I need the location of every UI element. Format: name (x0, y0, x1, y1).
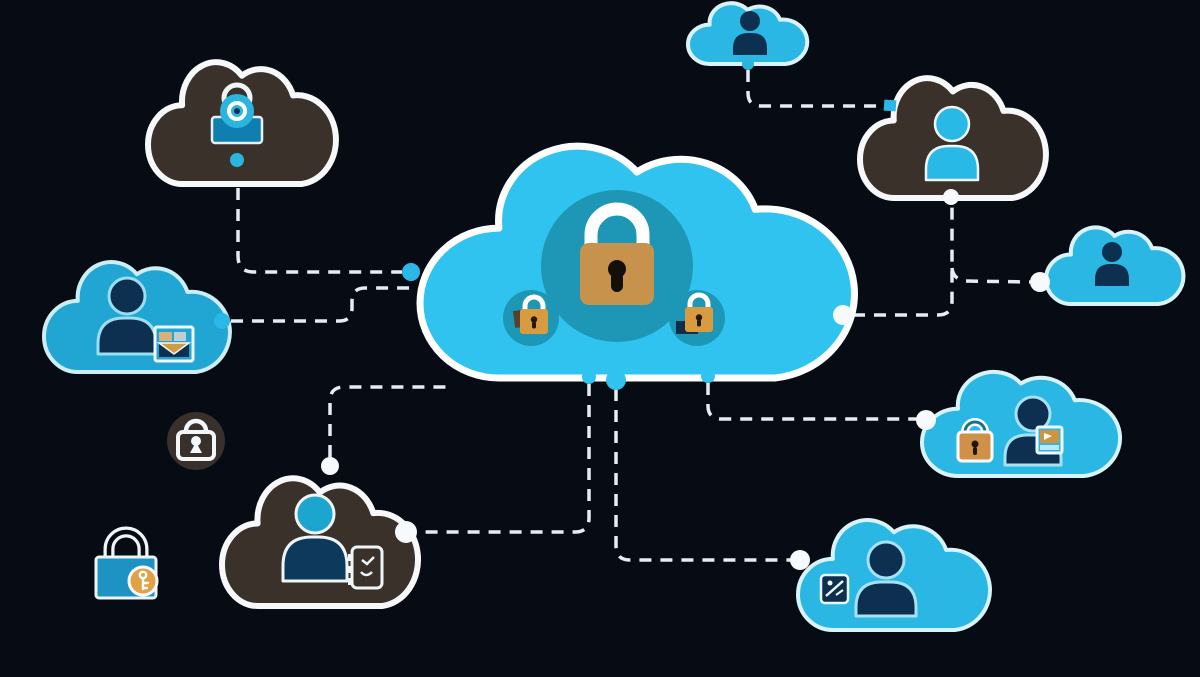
user-cloud-top-right (688, 3, 807, 64)
connection-node-square (883, 99, 897, 112)
user-icon (1095, 242, 1129, 286)
edge-left-cloud-to-central (231, 286, 416, 323)
connection-node-dot (582, 370, 596, 384)
connection-node-dot (230, 153, 244, 167)
edge-branch-to-far-right (950, 267, 1031, 284)
mini-padlock-icon (512, 294, 548, 334)
user-cloud-far-right (1046, 227, 1183, 304)
connection-node-dot (395, 521, 417, 543)
connection-node-dot (742, 58, 754, 70)
lock-cloud-top-left (148, 62, 336, 184)
standalone-key-lock (94, 526, 159, 600)
edge-central-to-bottom-right (614, 389, 791, 562)
outline-padlock-icon (176, 418, 216, 461)
connection-node-dot (321, 457, 339, 475)
connection-nodes (214, 58, 1050, 570)
doc-icon (348, 545, 384, 590)
orange-padlock-icon (956, 418, 994, 463)
connection-node-dot (701, 369, 715, 383)
edge-topleft-cloud-to-central (236, 167, 402, 274)
key-icon (138, 570, 150, 591)
user-icon (281, 493, 349, 583)
connection-node-dot (916, 410, 936, 430)
user-cloud-bottom-right (798, 520, 990, 630)
connector-lines (231, 70, 1031, 562)
user-icon (733, 11, 767, 55)
mini-padlock-icon (676, 292, 713, 334)
edge-central-to-right-dark (853, 205, 954, 317)
connection-node-dot (790, 550, 810, 570)
user-cloud-left (44, 262, 230, 372)
central-security-cloud (420, 146, 854, 378)
connection-node-dot (606, 370, 626, 390)
connection-node-dot (214, 313, 230, 329)
user-icon (854, 540, 918, 618)
connection-node-dot (833, 305, 853, 325)
edge-bottom-center-to-central (328, 385, 452, 457)
connection-node-dot (402, 263, 420, 281)
dial-padlock-icon (210, 82, 264, 145)
edge-topright-cloud-to-right-dark (746, 70, 883, 108)
user-icon (96, 276, 158, 356)
photo-icon (1035, 425, 1064, 455)
no-photo-icon (819, 573, 850, 605)
user-cloud-right-middle (922, 372, 1120, 476)
connection-node-dot (943, 189, 959, 205)
edge-central-to-right-middle (706, 383, 917, 421)
user-cloud-bottom-center (222, 478, 418, 606)
edge-central-to-bottom-center (417, 384, 591, 534)
user-cloud-right-dark (860, 78, 1046, 198)
lock-badge-circle (167, 412, 225, 470)
connection-node-dot (1030, 272, 1050, 292)
padlock-icon (580, 202, 654, 305)
user-icon (924, 105, 980, 182)
mail-photo-icon (153, 325, 195, 363)
key-lock-icon (94, 526, 159, 600)
